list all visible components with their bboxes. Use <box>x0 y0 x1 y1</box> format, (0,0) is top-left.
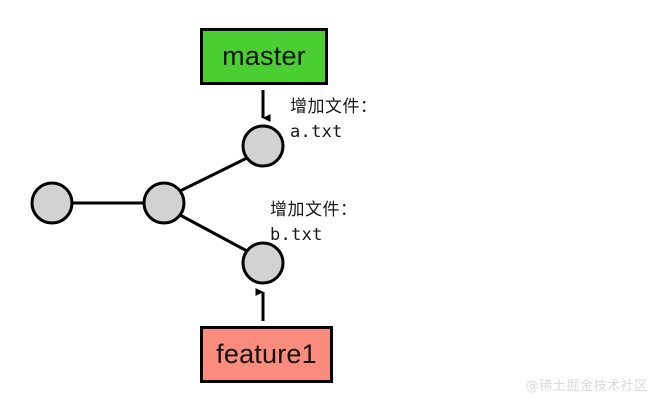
commit-node-root[interactable] <box>30 181 74 225</box>
commit-node-base[interactable] <box>142 181 186 225</box>
commit-node-b[interactable] <box>241 241 285 285</box>
commit-label-b: 增加文件： b.txt <box>270 199 358 247</box>
edge-base-to-commit-a <box>179 156 248 193</box>
branch-label-master: master <box>222 41 306 71</box>
commit-nodes <box>30 124 285 285</box>
commit-label-a-text: 增加文件： <box>290 97 378 116</box>
edge-base-to-commit-b <box>179 213 248 253</box>
commit-edges <box>72 156 248 253</box>
commit-label-b-filename: b.txt <box>270 224 323 245</box>
branch-label-feature1: feature1 <box>216 339 317 369</box>
commit-label-a: 增加文件： a.txt <box>290 96 378 144</box>
watermark-text: @稀土掘金技术社区 <box>525 379 648 394</box>
branch-box-feature1[interactable]: feature1 <box>200 326 333 383</box>
commit-label-a-filename: a.txt <box>290 121 343 142</box>
branch-box-master[interactable]: master <box>200 28 328 85</box>
commit-node-a[interactable] <box>241 124 285 168</box>
commit-label-b-text: 增加文件： <box>270 200 358 219</box>
